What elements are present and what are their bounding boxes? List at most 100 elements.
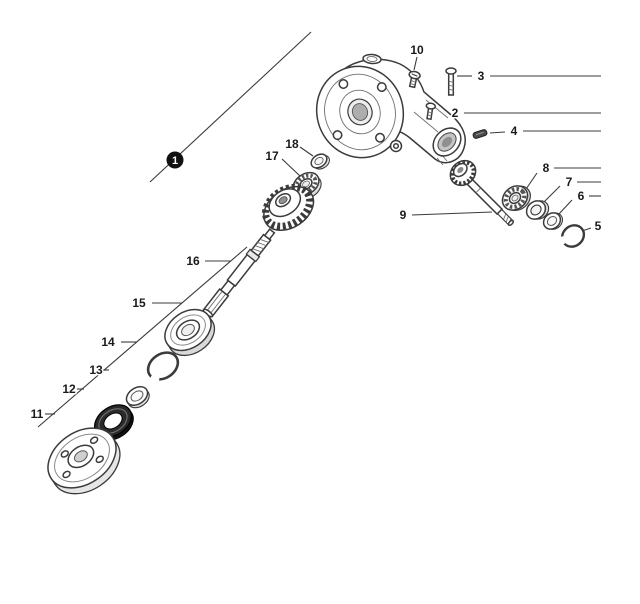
part-3-bolt <box>445 67 457 96</box>
flange-center-bore <box>351 103 369 121</box>
part-8-ball-bearing <box>501 185 531 211</box>
callout-15: 15 <box>132 296 146 310</box>
part-14-snap-ring <box>146 351 180 384</box>
shaft16-thread-3 <box>257 242 267 247</box>
callout-6: 6 <box>578 189 585 203</box>
flange-bolt-hole-2 <box>338 79 349 89</box>
bolt3-shank <box>447 72 455 96</box>
bearing8-balls <box>503 187 527 209</box>
flange-bolt-hole-4 <box>375 132 385 143</box>
washer18-hole <box>314 156 324 166</box>
callout-1: 1 <box>172 155 178 167</box>
housing-lug-hole <box>392 142 400 150</box>
clip4-highlight <box>475 131 484 136</box>
bolt3-thread-1 <box>448 80 454 83</box>
leader-line-10 <box>413 56 418 71</box>
shaft9-tip-end <box>507 219 515 227</box>
part-5-snap-ring <box>558 224 586 248</box>
flange11-hole-1 <box>62 470 71 479</box>
screw10-thread-2 <box>410 82 416 86</box>
housing-output-bore <box>432 127 462 157</box>
plug-inner <box>366 56 378 62</box>
collar7-bore <box>530 204 542 216</box>
callout-11: 11 <box>31 407 44 421</box>
flange-ring-1 <box>324 73 396 151</box>
leader-line-4a <box>489 131 506 134</box>
callout-labels: 1 2 3 4 5 6 7 8 9 10 11 12 13 14 15 16 1… <box>29 42 603 423</box>
callout-5: 5 <box>595 219 602 233</box>
seal12-bore <box>103 412 123 430</box>
bevel-gear <box>262 183 315 232</box>
clip4-body <box>472 129 488 139</box>
bracket-line-lower <box>37 246 248 428</box>
gear9-bore <box>457 167 464 174</box>
part-10-screw <box>408 70 421 89</box>
leader-line-6a <box>557 199 573 216</box>
bolt3-thread-2 <box>448 84 454 87</box>
callout-7: 7 <box>566 175 573 189</box>
flange11-hole-4 <box>60 450 70 458</box>
part-13-spacer-ring <box>125 386 150 409</box>
shaft9-thread-2 <box>505 215 509 223</box>
assembly-callout-marker <box>166 151 184 169</box>
bore-center <box>441 136 453 148</box>
part-11-flange-holder <box>47 427 121 495</box>
flange-bolt-hole-1 <box>376 82 387 92</box>
part-2-screw <box>425 102 437 121</box>
part-12-oil-seal <box>94 404 134 441</box>
shaft16-thread-4 <box>259 238 269 243</box>
callout-13: 13 <box>89 363 103 377</box>
flange-bolt-hole-3 <box>332 130 343 141</box>
flange11-bore <box>73 450 88 463</box>
shaft16-mid <box>226 253 257 288</box>
screw10-thread-1 <box>410 79 416 83</box>
leader-line-17 <box>281 158 301 177</box>
flange11-hole-2 <box>89 436 99 445</box>
part-7-collar <box>525 200 550 220</box>
washer6-hole <box>546 216 558 226</box>
housing-clamp-slit-1 <box>436 157 444 166</box>
part-6-washer <box>542 212 564 230</box>
snapring14-ring <box>146 351 180 381</box>
part-16-drive-shaft <box>202 228 276 318</box>
plug-outer <box>362 53 382 65</box>
callout-17: 17 <box>265 149 279 163</box>
flange-ring-2 <box>339 89 381 135</box>
housing-filler-plug <box>362 53 382 65</box>
callout-3: 3 <box>478 69 485 83</box>
bearing15-groove <box>170 314 206 346</box>
gear-case-housing <box>315 53 466 166</box>
housing-mounting-flange <box>315 65 405 159</box>
callout-16: 16 <box>186 254 200 268</box>
snapring5-gap <box>558 236 567 245</box>
snapring14-gap <box>150 374 160 384</box>
flange11-ring <box>54 433 110 483</box>
bearing15-bore <box>181 323 195 337</box>
callout-9: 9 <box>400 208 407 222</box>
callout-14: 14 <box>101 335 115 349</box>
screw10-slot <box>411 73 418 77</box>
bolt3-thread-3 <box>448 88 454 91</box>
shaft16-thread-1 <box>252 248 262 253</box>
shaft16-tip <box>263 228 276 241</box>
shaft9-thread-1 <box>503 213 507 220</box>
leader-lines <box>45 56 601 415</box>
shaft16-spline-1 <box>207 291 222 311</box>
ring13-hole <box>130 390 144 402</box>
snapring5-ring <box>560 224 586 248</box>
callout-8: 8 <box>543 161 550 175</box>
leader-line-9 <box>411 211 493 216</box>
part-9-pinion-shaft <box>449 159 515 227</box>
callout-2: 2 <box>452 106 459 120</box>
screw2-thread-2 <box>427 114 432 117</box>
callout-10: 10 <box>410 43 424 57</box>
flange11-hole-3 <box>95 455 105 464</box>
bolt3-head <box>445 67 457 75</box>
part-15-ball-bearing <box>164 308 216 357</box>
part-4-clip <box>472 129 488 139</box>
callout-12: 12 <box>62 382 76 396</box>
bearing8-bore <box>511 194 519 202</box>
housing-neck-line-2 <box>413 111 439 133</box>
shaft16-spline-2 <box>210 294 226 314</box>
